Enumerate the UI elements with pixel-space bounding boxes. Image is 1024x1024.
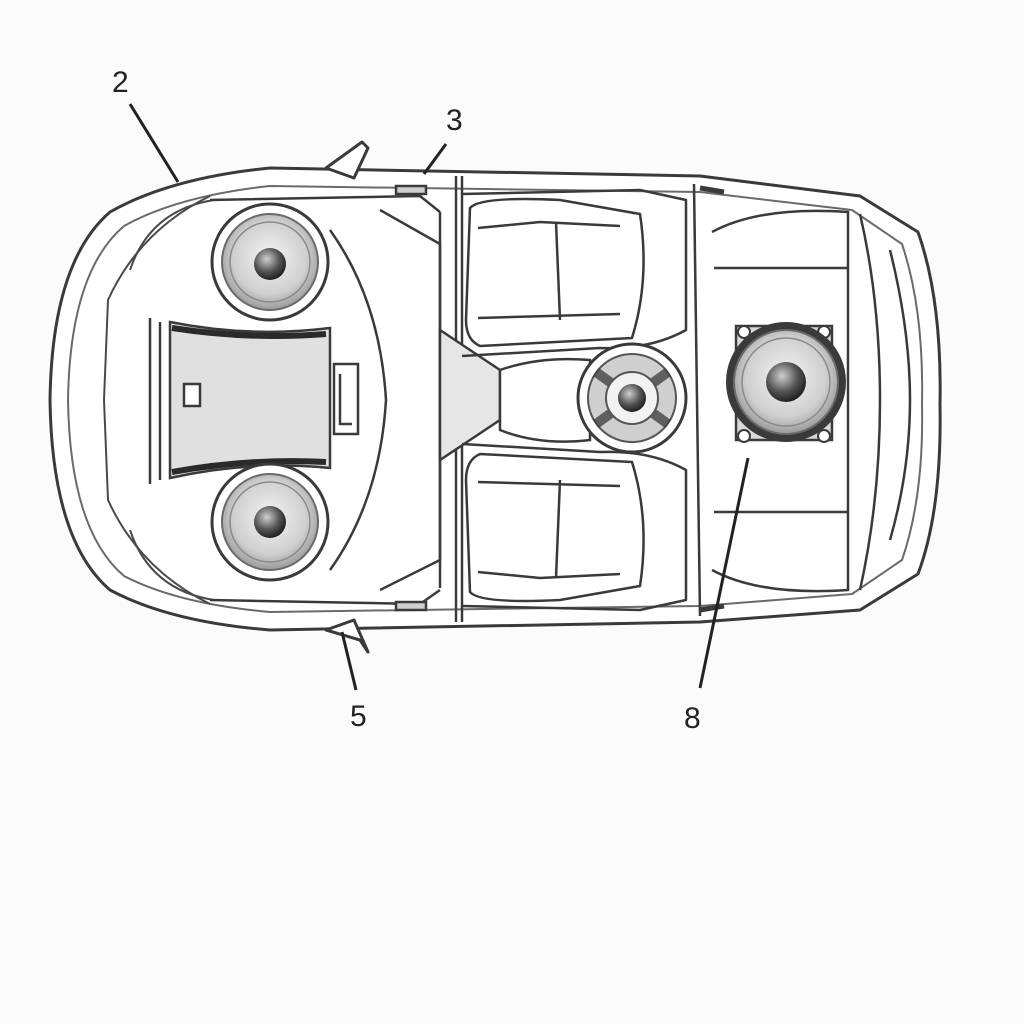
speaker-dust-cap <box>618 384 646 412</box>
mirror-lower <box>324 618 370 654</box>
console-panel <box>168 320 332 480</box>
seat-lower-frame <box>461 442 688 612</box>
speaker-dust-cap <box>254 506 286 538</box>
front-seats <box>461 188 688 612</box>
front-speaker-lower <box>210 462 330 582</box>
callout-5: 5 <box>350 700 367 733</box>
callout-2: 2 <box>112 66 129 99</box>
console-switch <box>182 382 202 408</box>
seat-upper <box>464 197 645 348</box>
front-console <box>148 318 360 484</box>
seat-lower <box>464 452 645 603</box>
callout-8: 8 <box>684 702 701 735</box>
leader-2 <box>128 103 180 183</box>
front-hood <box>102 195 215 605</box>
speaker-dust-cap <box>254 248 286 280</box>
leader-8 <box>698 457 750 689</box>
center-speaker <box>576 342 688 454</box>
center-vent <box>332 362 360 436</box>
leader-5 <box>340 631 358 691</box>
speaker-dust-cap <box>766 362 806 402</box>
center-tunnel <box>438 327 592 463</box>
rear-section <box>692 183 912 617</box>
front-speaker-upper <box>210 202 330 322</box>
callout-3: 3 <box>446 104 463 137</box>
callout-labels: 2 3 5 8 <box>112 66 701 735</box>
callout-leaders <box>128 103 750 691</box>
leader-3 <box>422 143 448 175</box>
side-mirrors <box>324 140 370 654</box>
seat-upper-frame <box>461 188 688 358</box>
car-inner-shell <box>67 185 924 613</box>
mirror-upper <box>324 140 370 180</box>
rear-speaker <box>726 322 846 443</box>
